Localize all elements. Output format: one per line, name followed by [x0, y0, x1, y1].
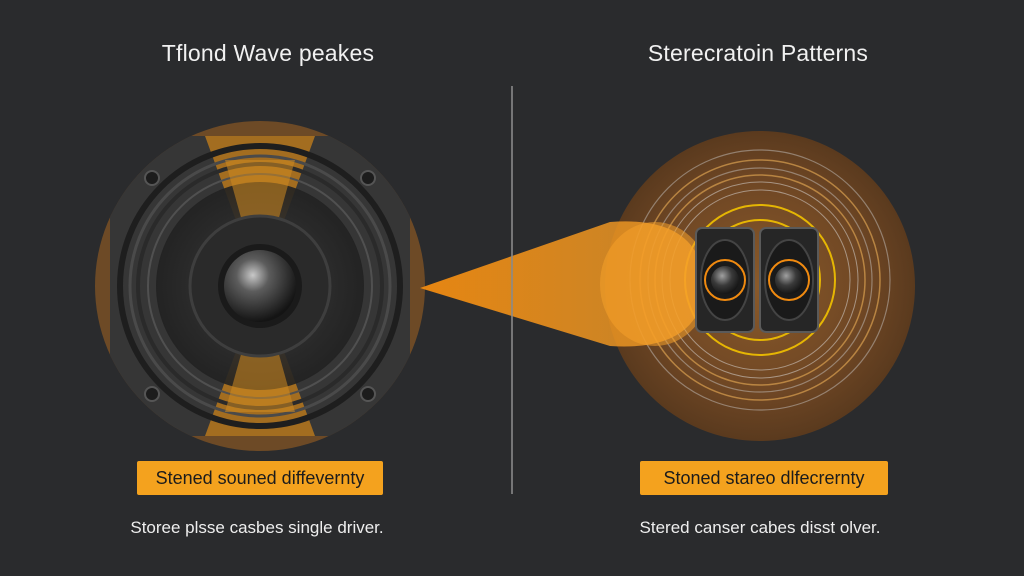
sound-beam [420, 221, 710, 347]
left-panel-caption: Storee plsse casbes single driver. [130, 518, 384, 537]
right-panel-title: Sterecratoin Patterns [647, 40, 869, 66]
left-stereo-speaker [695, 227, 755, 333]
left-panel-title: Tflond Wave peakes [161, 40, 375, 66]
left-panel-label: Stened souned diffevernty [137, 461, 383, 495]
stereo-speakers [695, 227, 819, 333]
right-panel-label: Stoned stareo dlfecrernty [640, 461, 888, 495]
single-driver-speaker [95, 121, 425, 451]
right-stereo-speaker [759, 227, 819, 333]
dust-cap [224, 250, 296, 322]
panel-divider [511, 86, 513, 494]
right-panel-caption: Stered canser cabes disst olver. [639, 518, 881, 537]
mounting-screws [144, 170, 376, 402]
